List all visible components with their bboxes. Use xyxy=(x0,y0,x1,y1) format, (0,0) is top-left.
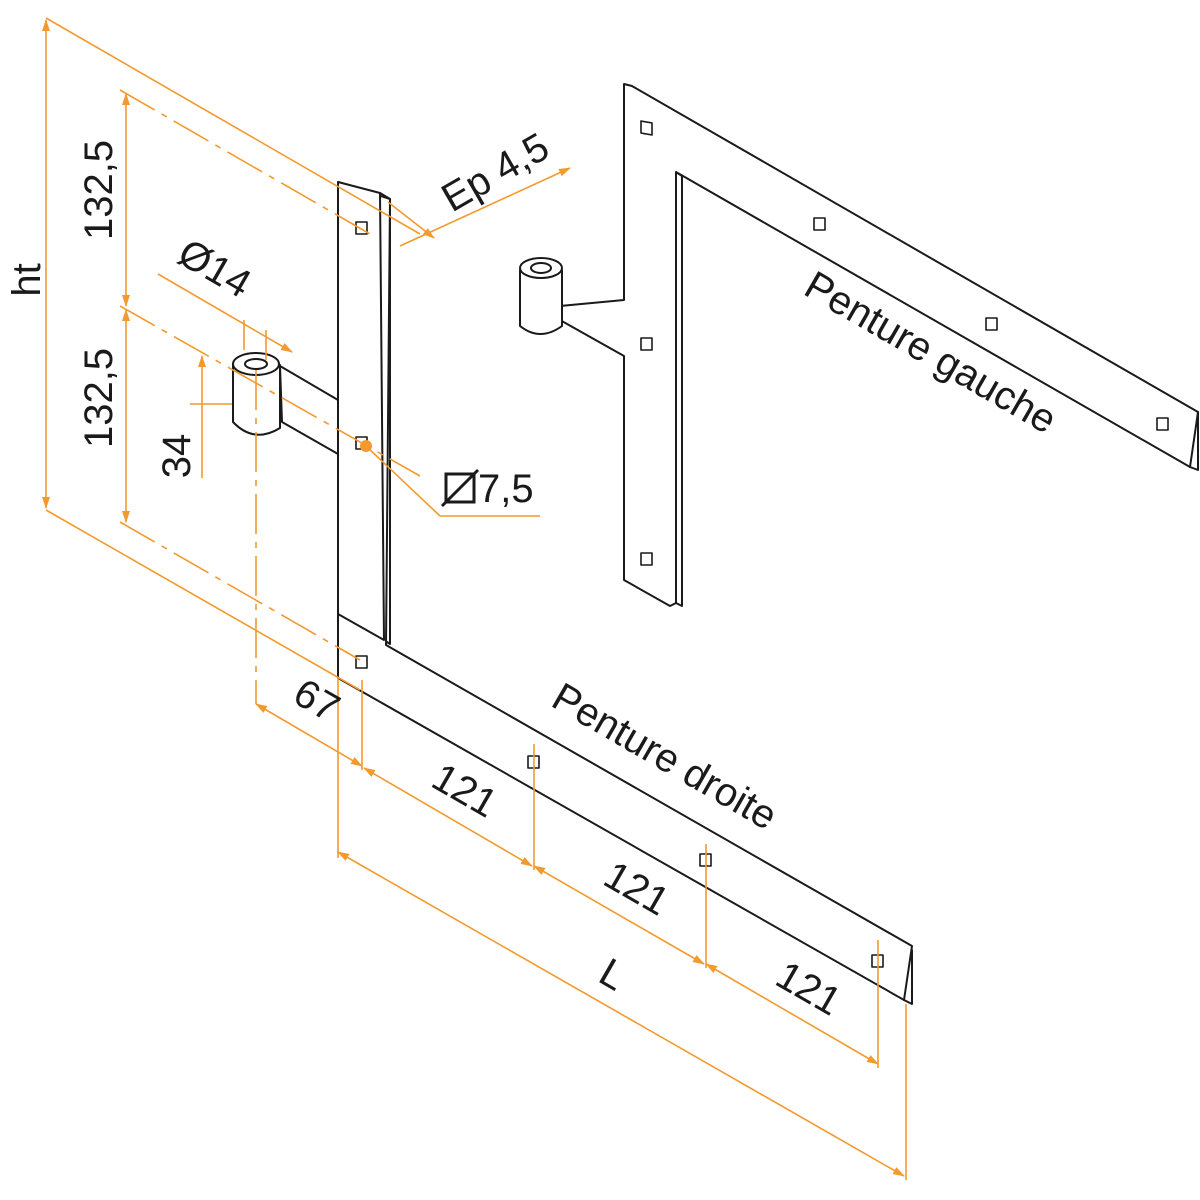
dim-hole-size-label: 7,5 xyxy=(478,467,534,511)
square-hole-symbol-icon xyxy=(440,468,480,508)
left-hinge-holes xyxy=(640,120,1169,566)
dim-spacing-1-line xyxy=(363,767,533,867)
left-hinge xyxy=(519,83,1199,607)
dim-offset-line xyxy=(255,703,363,767)
dim-height-label: ht xyxy=(5,263,49,296)
dim-thickness-label: Ep 4,5 xyxy=(434,125,556,221)
dimension-lines xyxy=(42,17,907,1180)
dim-pin-diameter-line xyxy=(157,273,293,353)
right-hinge-inner-face xyxy=(337,181,385,641)
left-hinge-pin xyxy=(519,269,563,335)
dim-hole-leader xyxy=(365,445,441,517)
dim-length-line xyxy=(337,851,905,1177)
dim-spacing-3-label: 121 xyxy=(769,953,849,1024)
dim-upper-arm-label: 132,5 xyxy=(77,140,121,240)
dim-pin-height-label: 34 xyxy=(155,434,199,479)
dim-length-label: L xyxy=(592,950,633,999)
dim-pin-diameter-label: Ø14 xyxy=(171,231,258,307)
dim-lower-arm-label: 132,5 xyxy=(77,348,121,448)
